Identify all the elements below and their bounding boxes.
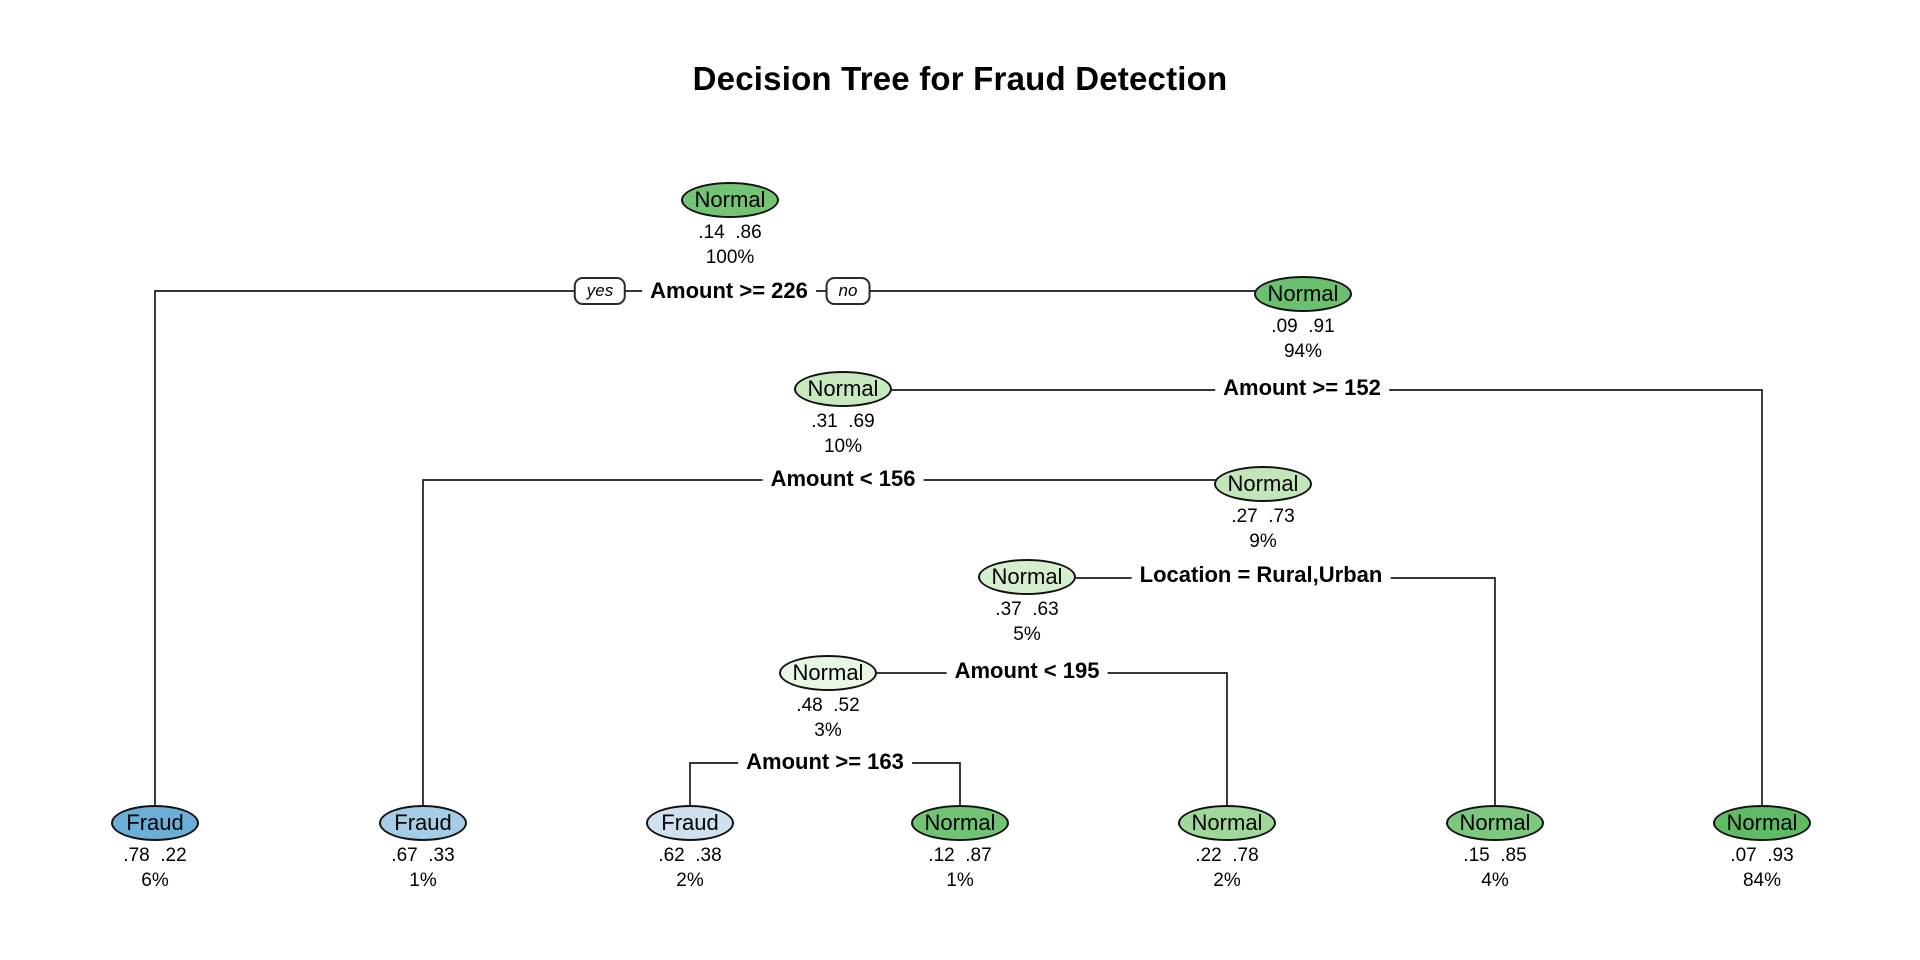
- branch-amount152: [892, 389, 1763, 806]
- node-class-label: Fraud: [126, 810, 184, 835]
- split-label-amount-152: Amount >= 152: [1215, 375, 1389, 401]
- node-coverage: 9%: [1249, 531, 1277, 552]
- node-probabilities: .67 .33: [391, 845, 455, 866]
- plot-title: Decision Tree for Fraud Detection: [692, 60, 1228, 97]
- yes-badge: yes: [573, 277, 627, 305]
- node-coverage: 3%: [814, 720, 842, 741]
- node-class-label: Fraud: [661, 810, 719, 835]
- split-label-amount-226: Amount >= 226: [642, 278, 816, 304]
- node-coverage: 84%: [1742, 870, 1782, 891]
- node-ellipse: Normal: [911, 805, 1009, 841]
- branch-root: [154, 290, 1256, 806]
- node-ellipse: Normal: [978, 559, 1076, 595]
- node-ellipse: Normal: [779, 655, 877, 691]
- split-label-location: Location = Rural,Urban: [1131, 562, 1391, 588]
- node-coverage: 1%: [409, 870, 437, 891]
- node-class-label: Fraud: [394, 810, 452, 835]
- node-ellipse: Fraud: [646, 805, 734, 841]
- node-class-label: Normal: [1191, 810, 1263, 835]
- node-class-label: Normal: [924, 810, 996, 835]
- node-probabilities: .07 .93: [1730, 845, 1794, 866]
- node-probabilities: .62 .38: [658, 845, 722, 866]
- split-label-amount-163: Amount >= 163: [738, 749, 912, 775]
- node-probabilities: .12 .87: [928, 845, 992, 866]
- node-coverage: 2%: [1213, 870, 1241, 891]
- node-ellipse: Normal: [1446, 805, 1544, 841]
- node-coverage: 6%: [141, 870, 169, 891]
- node-class-label: Normal: [1726, 810, 1798, 835]
- node-ellipse: Fraud: [379, 805, 467, 841]
- node-probabilities: .22 .78: [1195, 845, 1259, 866]
- node-probabilities: .37 .63: [995, 599, 1059, 620]
- node-coverage: 5%: [1013, 624, 1041, 645]
- node-coverage: 2%: [676, 870, 704, 891]
- node-ellipse: Normal: [794, 371, 892, 407]
- node-class-label: Normal: [807, 376, 879, 401]
- branch-location: [1076, 577, 1496, 806]
- node-class-label: Normal: [991, 564, 1063, 589]
- node-class-label: Normal: [1459, 810, 1531, 835]
- node-ellipse: Normal: [681, 182, 779, 218]
- node-probabilities: .31 .69: [811, 411, 875, 432]
- node-class-label: Normal: [1267, 281, 1339, 306]
- node-probabilities: .48 .52: [796, 695, 860, 716]
- node-ellipse: Normal: [1214, 466, 1312, 502]
- node-coverage: 10%: [823, 436, 863, 457]
- node-probabilities: .15 .85: [1463, 845, 1527, 866]
- node-probabilities: .78 .22: [123, 845, 187, 866]
- node-probabilities: .27 .73: [1231, 506, 1295, 527]
- node-probabilities: .14 .86: [698, 222, 762, 243]
- node-ellipse: Fraud: [111, 805, 199, 841]
- node-class-label: Normal: [792, 660, 864, 685]
- node-probabilities: .09 .91: [1271, 316, 1335, 337]
- node-ellipse: Normal: [1254, 276, 1352, 312]
- split-label-amount-195: Amount < 195: [946, 658, 1108, 684]
- branch-amount195: [877, 672, 1228, 806]
- node-coverage: 1%: [946, 870, 974, 891]
- node-coverage: 100%: [705, 247, 755, 268]
- split-label-amount-156: Amount < 156: [762, 466, 924, 492]
- no-badge: no: [825, 277, 871, 305]
- node-coverage: 94%: [1283, 341, 1323, 362]
- node-class-label: Normal: [1227, 471, 1299, 496]
- branch-amount156: [422, 479, 1216, 806]
- node-ellipse: Normal: [1178, 805, 1276, 841]
- node-class-label: Normal: [694, 187, 766, 212]
- node-coverage: 4%: [1481, 870, 1509, 891]
- node-ellipse: Normal: [1713, 805, 1811, 841]
